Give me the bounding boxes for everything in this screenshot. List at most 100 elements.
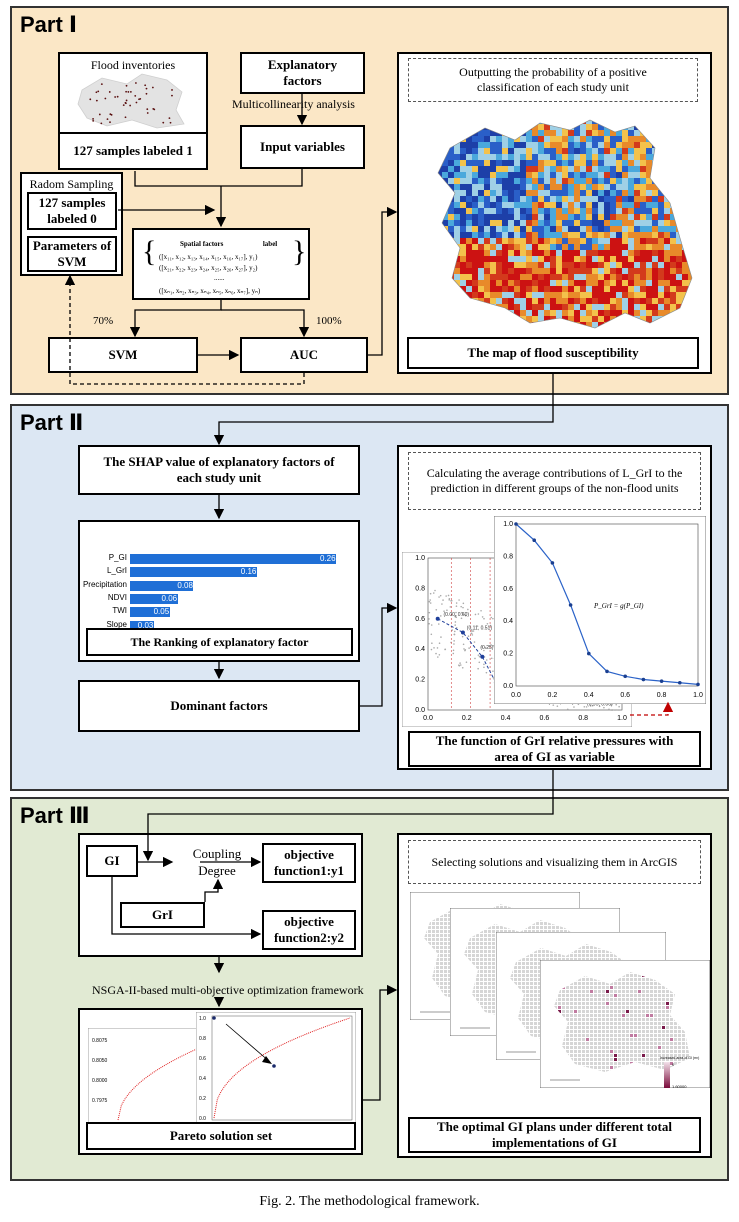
map-cell [568,238,574,244]
gi-cell [582,946,585,949]
gi-cell [448,982,451,985]
gi-cell [448,918,451,921]
gi-cell [518,982,521,985]
scatter-point [483,663,485,666]
curve-frame [494,516,706,704]
gi-cell [448,930,451,933]
map-cell [568,268,574,274]
map-cell [438,238,442,244]
map-cell [496,184,502,190]
map-cell [694,202,700,208]
scatter-point [472,630,475,632]
map-cell [514,304,520,310]
gi-cell [538,966,541,969]
map-cell [544,130,550,136]
map-cell [592,268,598,274]
map-cell [616,328,622,333]
map-cell [682,304,688,310]
map-cell [502,190,508,196]
scatter-point [445,595,447,597]
scatter-point [444,648,446,651]
gi-cell [436,930,439,933]
map-cell [538,142,544,148]
gi-cell [618,958,621,961]
gi-cell [444,950,447,953]
map-cell [610,214,616,220]
map-cell [508,124,514,130]
map-cell [438,154,442,160]
map-cell [448,304,454,310]
map-cell [460,274,466,280]
map-cell [496,274,502,280]
map-cell [604,280,610,286]
gi-cell [594,950,597,953]
map-cell [622,136,628,142]
map-cell [604,166,610,172]
map-cell [580,172,586,178]
scatter-xtick: 1.0 [617,715,627,722]
map-cell [484,130,490,136]
auc-box: AUC [240,337,368,373]
map-cell [628,148,634,154]
gi-cell [526,978,529,981]
gi-cell [504,906,507,909]
map-cell [438,148,442,154]
map-cell [694,232,700,238]
gi-cell [540,920,543,921]
map-cell [520,268,526,274]
map-cell [460,196,466,202]
map-cell [508,280,514,286]
gi-cell [602,958,605,961]
gi-cell [472,942,475,945]
map-cell [538,268,544,274]
gi-cell [534,1030,537,1033]
map-cell [598,220,604,226]
map-cell [508,190,514,196]
map-cell [670,256,676,262]
scatter-point [454,624,456,626]
pareto-selected-point [272,1064,276,1068]
inventory-point [125,90,128,93]
map-cell [514,322,520,328]
gi-cell [492,982,495,985]
map-cell [484,148,490,154]
map-cell [508,274,514,280]
gi-cell [578,958,581,961]
map-cell [682,166,688,172]
map-cell [478,304,484,310]
map-cell [610,142,616,148]
map-cell [490,136,496,142]
map-cell [502,268,508,274]
map-cell [568,322,574,328]
map-cell [502,280,508,286]
map-cell [598,232,604,238]
map-cell [460,268,466,274]
map-cell [646,160,652,166]
map-cell [472,136,478,142]
map-cell [544,286,550,292]
map-cell [514,208,520,214]
map-cell [520,148,526,154]
map-cell [610,250,616,256]
map-cell [454,262,460,268]
gi-cell [488,954,491,957]
gi-cell [488,1002,491,1005]
map-cell [616,202,622,208]
map-cell [664,202,670,208]
gi-cell [484,974,487,977]
map-cell [616,298,622,304]
map-cell [688,250,692,256]
map-cell [562,238,568,244]
pareto-extreme-point [212,1016,216,1020]
map-cell [568,280,574,286]
map-cell [574,214,580,220]
gi-cell [488,958,491,961]
map-cell [640,172,646,178]
map-cell [556,148,562,154]
map-cell [556,310,562,316]
map-cell [460,250,466,256]
map-cell [526,316,532,322]
percent-100-label: 100% [316,315,342,327]
gi-cell [444,978,447,981]
gi-cell [480,962,483,965]
